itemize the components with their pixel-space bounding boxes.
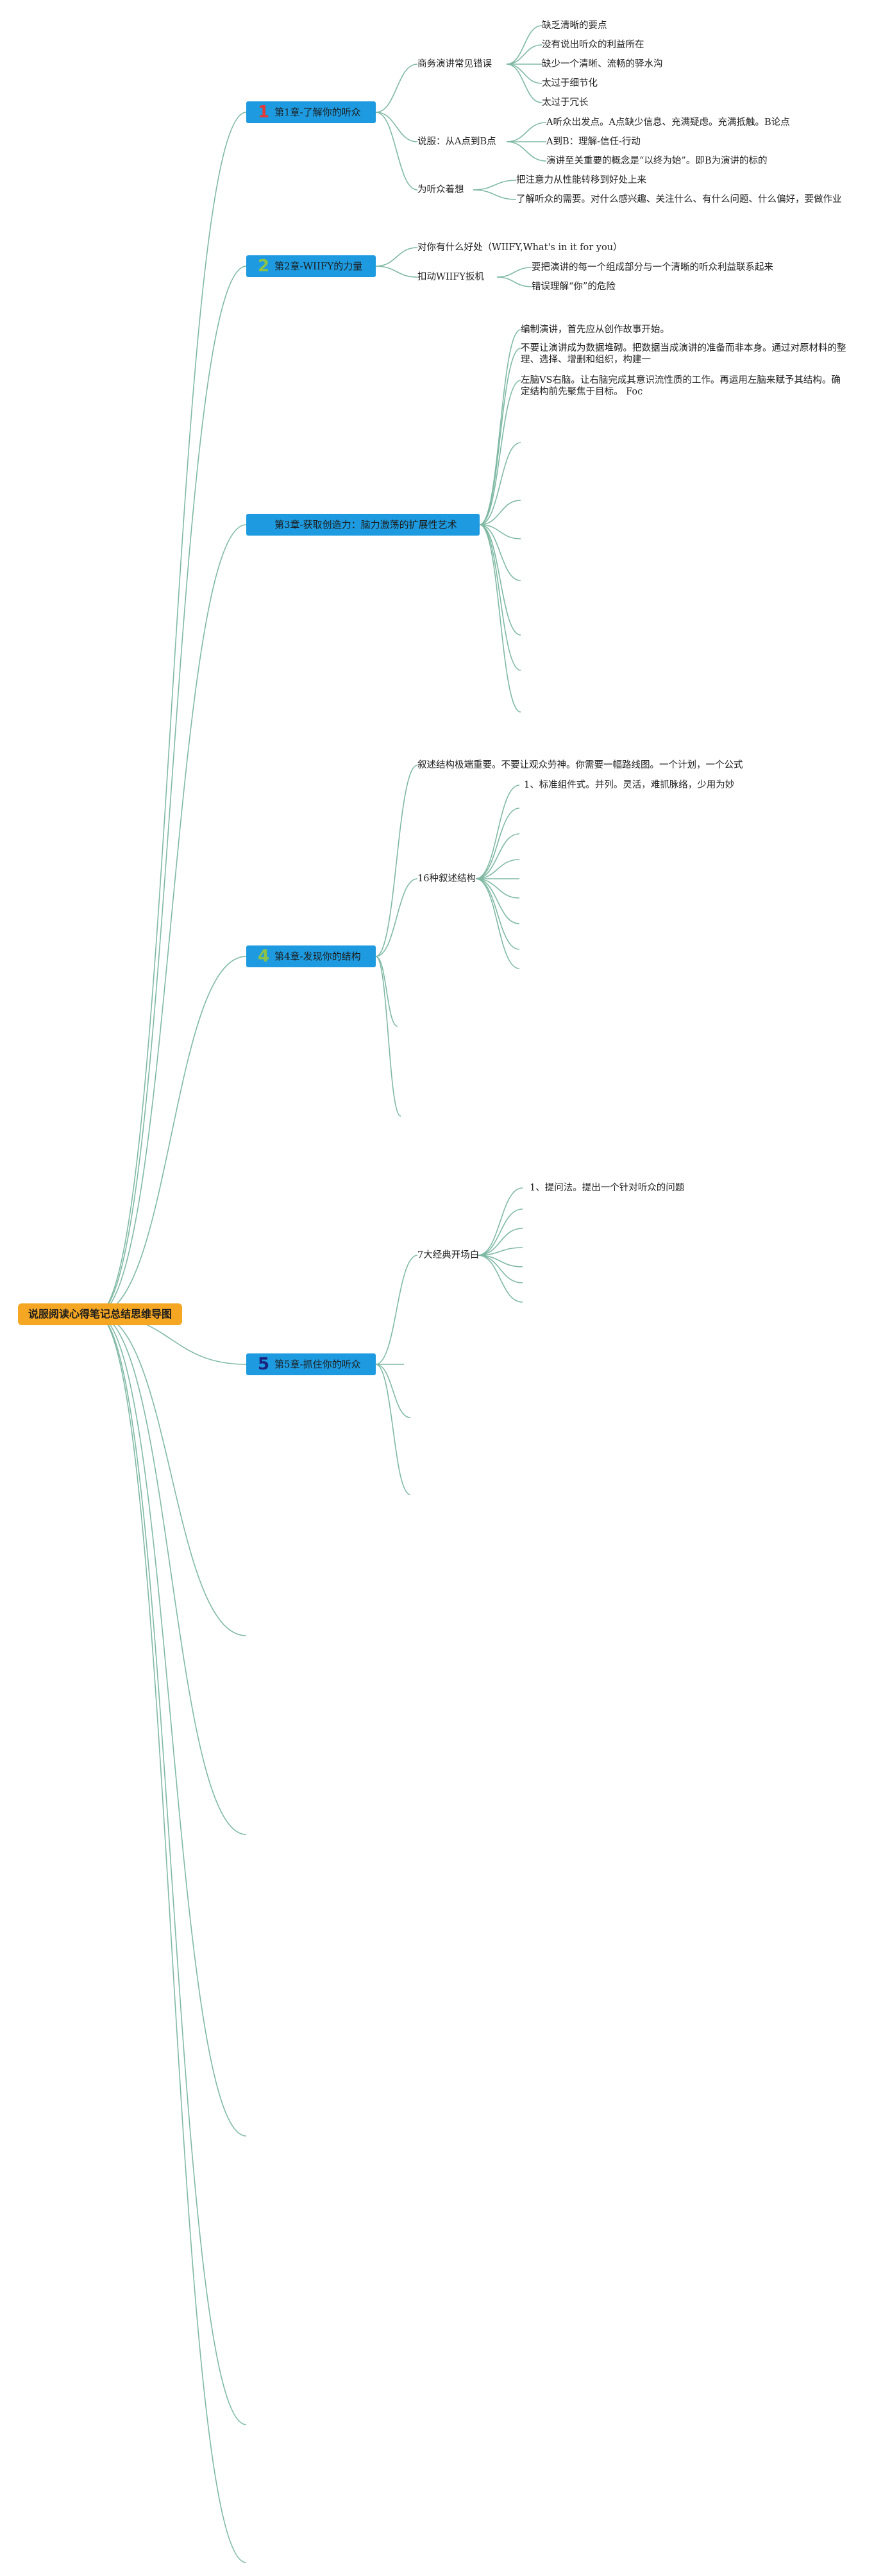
- chapter-2-label: 第2章-WIIFY的力量: [274, 260, 363, 272]
- connector-12: [375, 112, 418, 191]
- connector-60: [477, 1255, 523, 1303]
- leaf-1-1-1[interactable]: 缺乏清晰的要点: [542, 21, 607, 31]
- topic-5-1[interactable]: 7大经典开场白: [417, 1250, 480, 1260]
- connector-13: [506, 25, 542, 65]
- connector-31: [479, 500, 521, 525]
- connector-2: [96, 524, 247, 1315]
- connector-7: [96, 1314, 247, 2137]
- chapter-2-node[interactable]: 2 第2章-WIIFY的力量: [246, 255, 376, 277]
- connector-21: [473, 180, 517, 191]
- connector-29: [479, 380, 521, 525]
- connector-25: [496, 267, 532, 278]
- connector-0: [96, 112, 247, 1315]
- connector-14: [506, 44, 542, 65]
- connector-39: [375, 956, 398, 1027]
- connector-10: [375, 64, 418, 113]
- connector-33: [479, 524, 521, 581]
- chapter-2-number: 2: [258, 257, 270, 276]
- connector-40: [375, 956, 401, 1117]
- connector-26: [496, 276, 532, 287]
- leaf-1-1-4[interactable]: 太过于细节化: [542, 78, 598, 89]
- connector-8: [96, 1314, 247, 2425]
- connector-24: [375, 266, 418, 278]
- chapter-4-label: 第4章-发现你的结构: [274, 951, 361, 962]
- leaf-1-1-2[interactable]: 没有说出听众的利益所在: [542, 40, 644, 50]
- chapter-1-node[interactable]: 1 第1章-了解你的听众: [246, 101, 376, 123]
- connector-16: [506, 64, 542, 84]
- topic-4-2[interactable]: 16种叙述结构: [417, 874, 476, 884]
- connector-46: [475, 878, 520, 899]
- connector-23: [375, 247, 418, 267]
- leaf-2-2-2[interactable]: 错误理解“你”的危险: [532, 282, 616, 292]
- leaf-4-2-1[interactable]: 1、标准组件式。并列。灵活，难抓脉络，少用为妙: [524, 780, 735, 790]
- topic-1-1[interactable]: 商务演讲常见错误: [417, 59, 492, 69]
- leaf-1-2-2[interactable]: A到B：理解-信任-行动: [546, 137, 641, 147]
- leaf-5-1-1[interactable]: 1、提问法。提出一个针对听众的问题: [530, 1183, 685, 1193]
- leaf-1-2-3[interactable]: 演讲至关重要的概念是“以终为始”。即B为演讲的标的: [546, 156, 768, 166]
- chapter-3-label: 第3章-获取创造力：脑力激荡的扩展性艺术: [274, 519, 457, 530]
- leaf-1-3-2[interactable]: 了解听众的需要。对什么感兴趣、关注什么、有什么问题、什么偏好，要做作业: [516, 194, 842, 205]
- connector-55: [477, 1208, 523, 1256]
- connector-28: [479, 348, 521, 525]
- connector-37: [375, 765, 418, 957]
- connector-11: [375, 112, 418, 142]
- chapter-4-node[interactable]: 4 第4章-发现你的结构: [246, 945, 376, 967]
- connector-27: [479, 329, 521, 525]
- chapter-5-number: 5: [258, 1355, 270, 1374]
- connector-49: [475, 878, 520, 969]
- connector-30: [479, 442, 521, 525]
- connector-41: [475, 784, 520, 879]
- connector-36: [479, 524, 521, 713]
- connector-18: [506, 122, 547, 142]
- connector-38: [375, 878, 418, 957]
- connector-50: [375, 1255, 418, 1365]
- connector-22: [473, 189, 517, 200]
- connector-52: [375, 1364, 411, 1418]
- root-node[interactable]: 说服阅读心得笔记总结思维导图: [18, 1303, 182, 1325]
- connector-34: [479, 524, 521, 636]
- connector-54: [477, 1187, 523, 1256]
- connector-48: [475, 878, 520, 950]
- leaf-2-2-1[interactable]: 要把演讲的每一个组成部分与一个清晰的听众利益联系起来: [532, 262, 773, 273]
- leaf-3-1[interactable]: 编制演讲，首先应从创作故事开始。: [521, 325, 669, 335]
- connector-1: [96, 266, 247, 1315]
- chapter-3-node[interactable]: 第3章-获取创造力：脑力激荡的扩展性艺术: [246, 514, 480, 536]
- topic-1-2[interactable]: 说服：从A点到B点: [417, 137, 496, 147]
- leaf-1-1-3[interactable]: 缺少一个清晰、流畅的驿水沟: [542, 59, 663, 69]
- leaf-1-1-5[interactable]: 太过于冗长: [542, 97, 589, 108]
- connector-17: [506, 64, 542, 103]
- connector-3: [96, 956, 247, 1315]
- leaf-3-2[interactable]: 不要让演讲成为数据堆砌。把数据当成演讲的准备而非本身。通过对原材料的整理、选择、…: [521, 343, 846, 365]
- connector-9: [96, 1314, 247, 2563]
- topic-1-3[interactable]: 为听众着想: [417, 185, 464, 195]
- connector-42: [475, 808, 520, 879]
- connector-56: [477, 1228, 523, 1256]
- chapter-4-number: 4: [258, 947, 270, 966]
- leaf-1-2-1[interactable]: A听众出发点。A点缺少信息、充满疑虑。充满抵触。B论点: [546, 117, 790, 128]
- chapter-1-label: 第1章-了解你的听众: [274, 106, 361, 118]
- topic-4-1[interactable]: 叙述结构极端重要。不要让观众劳神。你需要一幅路线图。一个计划，一个公式: [417, 760, 743, 770]
- connector-32: [479, 524, 521, 539]
- leaf-1-3-1[interactable]: 把注意力从性能转移到好处上来: [516, 175, 646, 185]
- connector-47: [475, 878, 520, 924]
- connector-53: [375, 1364, 411, 1495]
- chapter-5-label: 第5章-抓住你的听众: [274, 1359, 361, 1370]
- connector-5: [96, 1314, 247, 1636]
- connector-20: [506, 141, 547, 162]
- topic-2-2[interactable]: 扣动WIIFY扳机: [417, 272, 484, 282]
- connector-6: [96, 1314, 247, 1835]
- connector-44: [475, 859, 520, 879]
- connector-57: [477, 1247, 523, 1256]
- chapter-1-number: 1: [258, 103, 270, 122]
- chapter-5-node[interactable]: 5 第5章-抓住你的听众: [246, 1353, 376, 1375]
- leaf-3-3[interactable]: 左脑VS右脑。让右脑完成其意识流性质的工作。再运用左脑来赋予其结构。确定结构前先…: [521, 375, 841, 397]
- connector-43: [475, 833, 520, 879]
- connector-35: [479, 524, 521, 671]
- topic-2-1[interactable]: 对你有什么好处（WIIFY,What's in it for you）: [417, 242, 623, 253]
